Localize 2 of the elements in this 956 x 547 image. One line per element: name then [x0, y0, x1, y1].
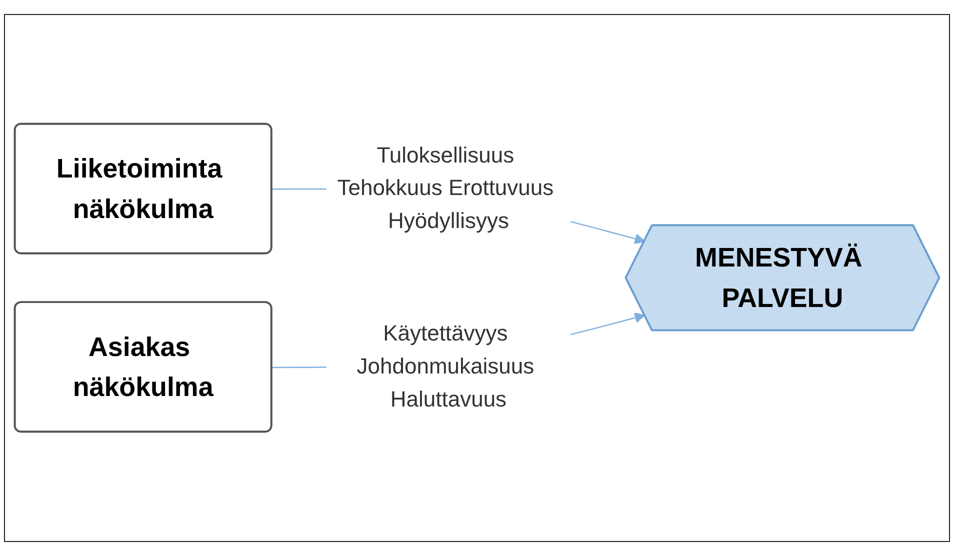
edge-label: Käytettävyys Johdonmukaisuus Haluttavuus — [356, 321, 534, 412]
edge-label: Tuloksellisuus Tehokkuus Erottuvuus Hyödyllisyys — [337, 142, 554, 234]
